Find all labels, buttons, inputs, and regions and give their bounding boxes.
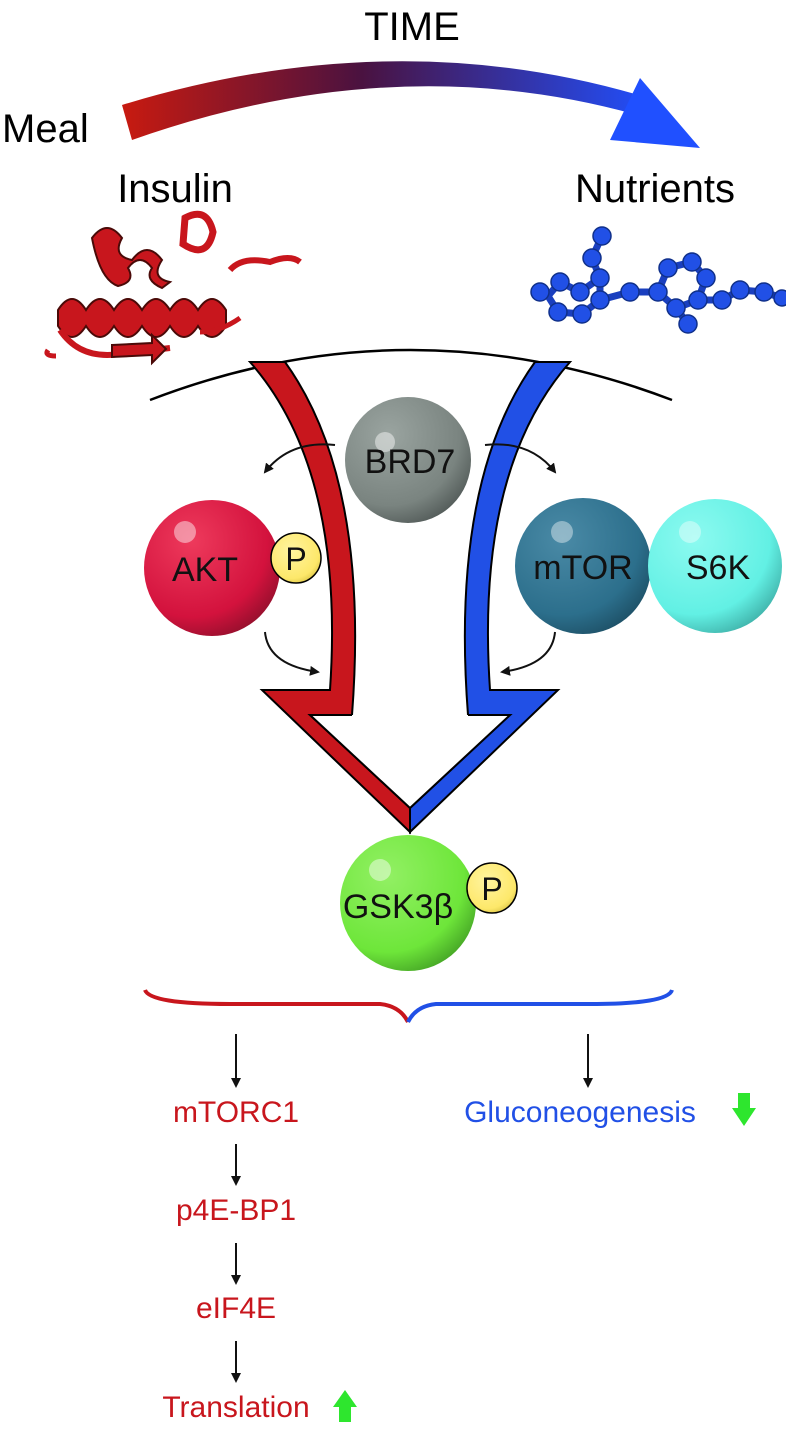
mtor-node: mTOR	[515, 498, 651, 634]
s6k-node: S6K	[648, 499, 782, 633]
ball-and-stick-molecule-icon	[530, 226, 786, 334]
green-down-arrow-icon	[732, 1093, 756, 1126]
akt-phospho-badge: P	[270, 532, 322, 584]
gsk3b-phospho-label: P	[481, 871, 502, 907]
gluconeogenesis-label: Gluconeogenesis	[464, 1096, 696, 1129]
insulin-protein-ribbon-icon	[44, 210, 302, 366]
meal-label: Meal	[2, 107, 89, 151]
eif4e-label: eIF4E	[196, 1292, 276, 1325]
mtor-label: mTOR	[533, 549, 632, 587]
mtor-to-gsk3b-arrow	[500, 631, 556, 676]
brd7-to-mtor-arrow	[484, 443, 557, 474]
insulin-label: Insulin	[117, 167, 233, 211]
akt-label: AKT	[172, 551, 238, 589]
brace-right	[406, 989, 674, 1023]
brd7-to-akt-arrow	[263, 443, 336, 474]
cell-membrane	[149, 348, 673, 402]
gsk3b-node: GSK3β	[340, 835, 476, 971]
akt-node: AKT	[144, 500, 280, 636]
mtorc1-label: mTORC1	[173, 1096, 299, 1129]
green-up-arrow-icon	[333, 1390, 357, 1422]
p4ebp1-label: p4E-BP1	[176, 1194, 296, 1227]
brd7-label: BRD7	[365, 443, 456, 481]
gsk3b-phospho-badge: P	[466, 862, 518, 914]
akt-to-gsk3b-arrow	[264, 631, 320, 676]
brd7-node: BRD7	[345, 397, 471, 523]
akt-phospho-label: P	[285, 541, 306, 577]
gsk3b-label: GSK3β	[343, 888, 453, 926]
brace-left	[143, 988, 410, 1023]
nutrients-label: Nutrients	[575, 167, 735, 211]
translation-label: Translation	[162, 1391, 309, 1424]
time-arrow	[122, 61, 700, 148]
convergent-signal-arrow	[247, 361, 573, 835]
time-label: TIME	[364, 5, 460, 49]
s6k-label: S6K	[686, 549, 751, 587]
